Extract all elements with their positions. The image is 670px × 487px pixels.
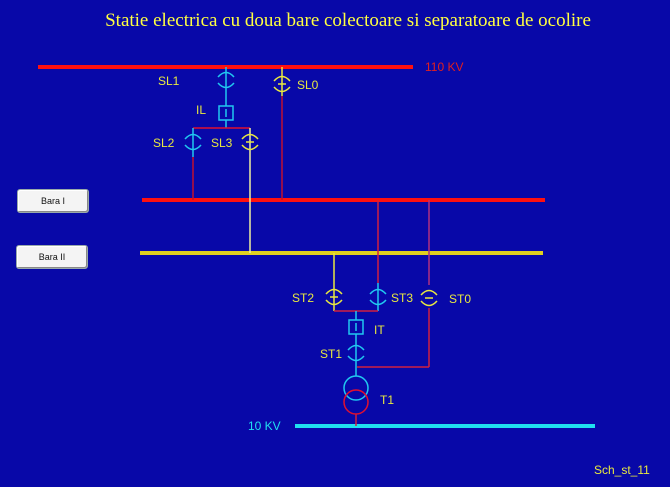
label-st2: ST2	[292, 291, 314, 305]
label-sl0: SL0	[297, 78, 319, 92]
label-il: IL	[196, 103, 206, 117]
label-t1: T1	[380, 393, 394, 407]
transformer-t1[interactable]	[343, 375, 369, 415]
breaker-it[interactable]	[348, 319, 364, 335]
separator-sl0[interactable]	[273, 75, 291, 93]
label-st0: ST0	[449, 292, 471, 306]
bara-1-button[interactable]: Bara I	[17, 189, 89, 213]
bara-2-button[interactable]: Bara II	[16, 245, 88, 269]
separator-sl2[interactable]	[184, 133, 202, 151]
line-bay-wires	[192, 67, 283, 253]
label-sl1: SL1	[158, 74, 180, 88]
separator-st0[interactable]	[420, 289, 438, 307]
label-sl2: SL2	[153, 136, 175, 150]
breaker-il[interactable]	[218, 105, 234, 121]
separator-st2[interactable]	[325, 288, 343, 306]
separator-st3[interactable]	[369, 288, 387, 306]
transformer-bay-wires	[333, 200, 430, 426]
bus-110kv-label: 110 KV	[425, 60, 463, 74]
label-it: IT	[374, 323, 385, 337]
schema-id: Sch_st_11	[594, 463, 650, 477]
separator-st1[interactable]	[347, 344, 365, 362]
separator-sl1[interactable]	[217, 71, 235, 89]
page-title: Statie electrica cu doua bare colectoare…	[105, 10, 591, 31]
label-st3: ST3	[391, 291, 413, 305]
label-sl3: SL3	[211, 136, 233, 150]
separator-sl3[interactable]	[241, 133, 259, 151]
label-st1: ST1	[320, 347, 342, 361]
bus-10kv-label: 10 KV	[248, 419, 281, 433]
